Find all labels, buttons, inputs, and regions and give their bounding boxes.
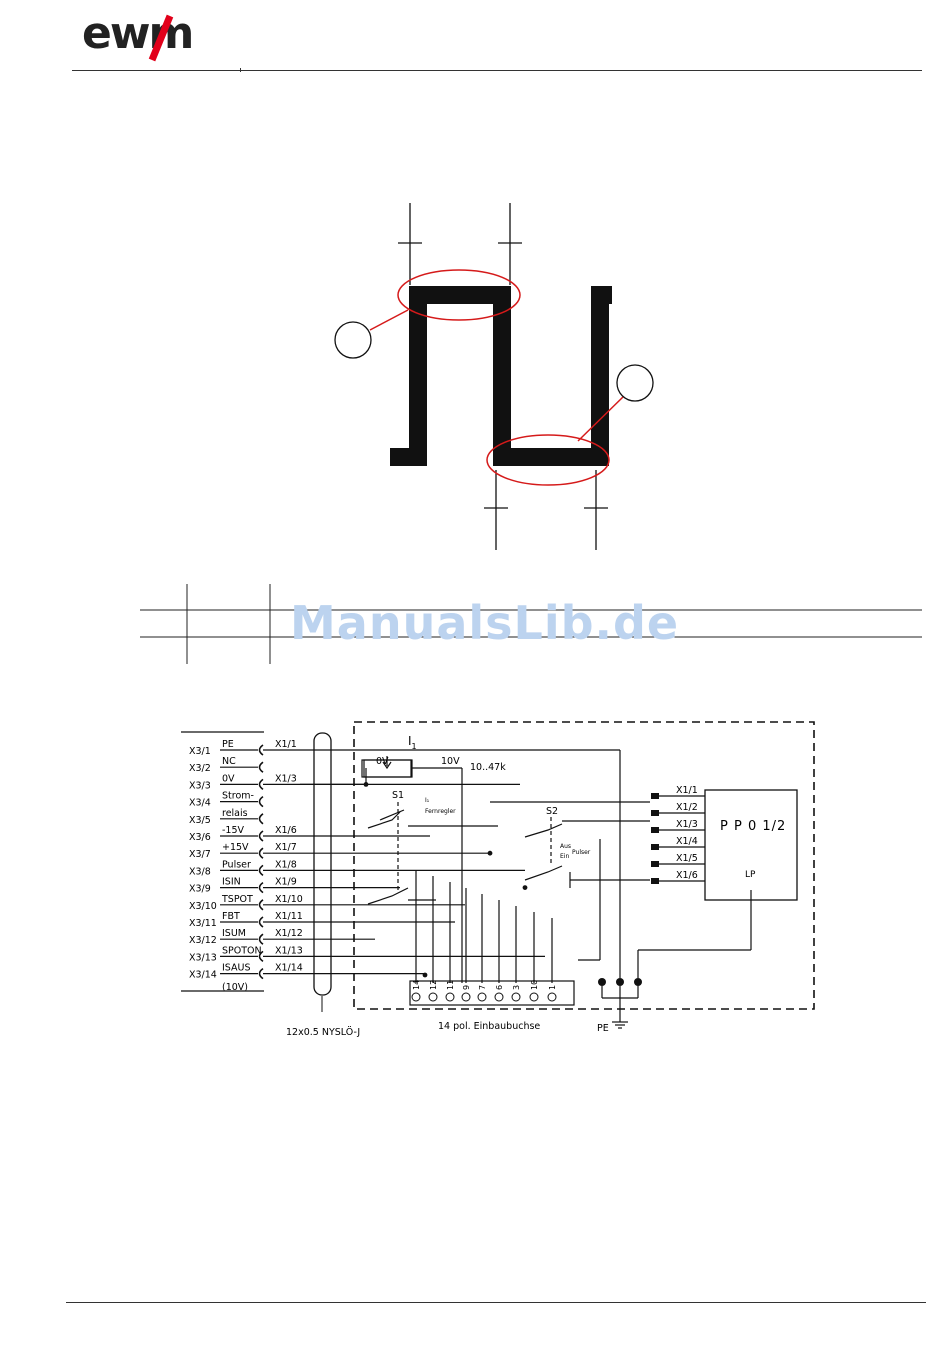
pp-box-label: P P 0 1/2 bbox=[720, 819, 786, 834]
socket-pin-label: 12 bbox=[429, 980, 438, 990]
pp-pin-label: X1/4 bbox=[676, 836, 698, 847]
pot-10v: 10V bbox=[441, 756, 460, 767]
left-pin-label: X3/13 bbox=[189, 952, 217, 963]
x1-label: X1/3 bbox=[275, 773, 297, 784]
logo-slash bbox=[148, 14, 174, 62]
socket-pin-label: 6 bbox=[495, 985, 504, 990]
pp-pin-label: X1/2 bbox=[676, 802, 698, 813]
socket-pins: 14 12 11 9 7 6 3 10 1 bbox=[412, 980, 557, 990]
x1-label: X1/8 bbox=[275, 859, 297, 870]
signal-label: (10V) bbox=[222, 982, 248, 993]
x1-label: X1/14 bbox=[275, 963, 303, 974]
signal-label: TSPOT bbox=[221, 894, 253, 905]
pot-0v: 0V bbox=[376, 756, 389, 767]
x1-labels: X1/1X1/3X1/6X1/7X1/8X1/9X1/10X1/11X1/12X… bbox=[275, 739, 303, 974]
aus-label: Aus bbox=[560, 843, 571, 850]
signal-label: ISUM bbox=[222, 928, 246, 939]
left-pin-label: X3/1 bbox=[189, 746, 211, 757]
socket-pin-label: 7 bbox=[478, 985, 487, 990]
left-pin-label: X3/4 bbox=[189, 798, 211, 809]
pp-pin-label: X1/6 bbox=[676, 870, 698, 881]
x1-label: X1/13 bbox=[275, 945, 303, 956]
x1-label: X1/12 bbox=[275, 928, 303, 939]
pulser-label: Pulser bbox=[572, 849, 591, 856]
x1-label: X1/11 bbox=[275, 911, 303, 922]
signal-label: ISAUS bbox=[222, 963, 251, 974]
housing bbox=[353, 721, 815, 1010]
pot-label: I1 bbox=[408, 734, 417, 751]
ewm-logo: ewm bbox=[82, 8, 194, 62]
left-pin-label: X3/2 bbox=[189, 763, 211, 774]
x1-label: X1/1 bbox=[275, 739, 297, 750]
socket-pin-label: 10 bbox=[530, 980, 539, 990]
legend-table bbox=[140, 584, 922, 664]
pp-box bbox=[704, 789, 798, 901]
socket-pin-label: 14 bbox=[412, 980, 421, 990]
x1-label: X1/6 bbox=[275, 825, 297, 836]
watermark: ManualsLib.de bbox=[290, 596, 680, 650]
x1-label: X1/7 bbox=[275, 842, 297, 853]
s1-label: S1 bbox=[392, 790, 404, 801]
header-rule bbox=[72, 70, 922, 71]
header-rule-tick bbox=[240, 68, 241, 72]
cable-label: 12x0.5 NYSLÖ-J bbox=[286, 1027, 360, 1038]
wires bbox=[220, 744, 752, 1012]
socket-pin-label: 3 bbox=[512, 985, 521, 990]
signal-label: ISIN bbox=[222, 877, 241, 888]
marker-ellipse-bottom bbox=[486, 434, 610, 486]
x1-label: X1/10 bbox=[275, 894, 303, 905]
signal-label: 0V bbox=[222, 773, 235, 784]
ein-label: Ein bbox=[560, 853, 569, 860]
signal-label: FBT bbox=[222, 911, 240, 922]
square-wave-figure bbox=[334, 203, 654, 550]
socket bbox=[409, 980, 575, 1006]
cable bbox=[313, 732, 332, 996]
pp-pin-label: X1/5 bbox=[676, 853, 698, 864]
footer-rule bbox=[66, 1302, 926, 1303]
pp-pin-label: X1/3 bbox=[676, 819, 698, 830]
signal-label: Pulser bbox=[222, 859, 251, 870]
socket-pin-label: 11 bbox=[446, 980, 455, 990]
callout-circle-1 bbox=[334, 321, 372, 359]
signal-label: +15V bbox=[222, 842, 249, 853]
left-pin-label: X3/3 bbox=[189, 780, 211, 791]
left-pin-label: X3/11 bbox=[189, 918, 217, 929]
x1-label: X1/9 bbox=[275, 877, 297, 888]
ground-icon bbox=[612, 1012, 628, 1029]
pot-range: 10..47k bbox=[470, 762, 506, 773]
callout-circle-2 bbox=[616, 364, 654, 402]
i1-small: I₁ bbox=[425, 797, 430, 804]
left-pin-labels: X3/1X3/2X3/3X3/4X3/5X3/6X3/7X3/8X3/9X3/1… bbox=[189, 746, 217, 981]
signal-label: relais bbox=[222, 808, 248, 819]
pp-pin-label: X1/1 bbox=[676, 785, 698, 796]
fernregler-label: Fernregler bbox=[425, 808, 456, 815]
socket-pin-label: 1 bbox=[548, 985, 557, 990]
left-pin-label: X3/14 bbox=[189, 970, 217, 981]
socket-pin-label: 9 bbox=[462, 985, 471, 990]
left-pin-label: X3/10 bbox=[189, 901, 217, 912]
left-pin-label: X3/12 bbox=[189, 935, 217, 946]
left-pin-label: X3/7 bbox=[189, 849, 211, 860]
left-pin-label: X3/8 bbox=[189, 866, 211, 877]
marker-ellipse-top bbox=[397, 269, 521, 321]
pe-label: PE bbox=[597, 1023, 609, 1034]
socket-label: 14 pol. Einbaubuchse bbox=[438, 1021, 540, 1032]
s2-label: S2 bbox=[546, 806, 558, 817]
signal-label: PE bbox=[222, 739, 234, 750]
logo-text: ewm bbox=[82, 8, 192, 59]
pp-pin-labels: X1/1X1/2X1/3X1/4X1/5X1/6 bbox=[676, 785, 698, 881]
lp-label: LP bbox=[745, 870, 756, 880]
signal-label: NC bbox=[222, 756, 236, 767]
signal-label: -15V bbox=[222, 825, 245, 836]
signal-label: SPOTON bbox=[222, 945, 262, 956]
left-pin-label: X3/9 bbox=[189, 884, 211, 895]
left-pin-label: X3/6 bbox=[189, 832, 211, 843]
left-pin-label: X3/5 bbox=[189, 815, 211, 826]
signal-label: Strom- bbox=[222, 791, 254, 802]
wiring-schematic: X3/1X3/2X3/3X3/4X3/5X3/6X3/7X3/8X3/9X3/1… bbox=[181, 721, 815, 1038]
